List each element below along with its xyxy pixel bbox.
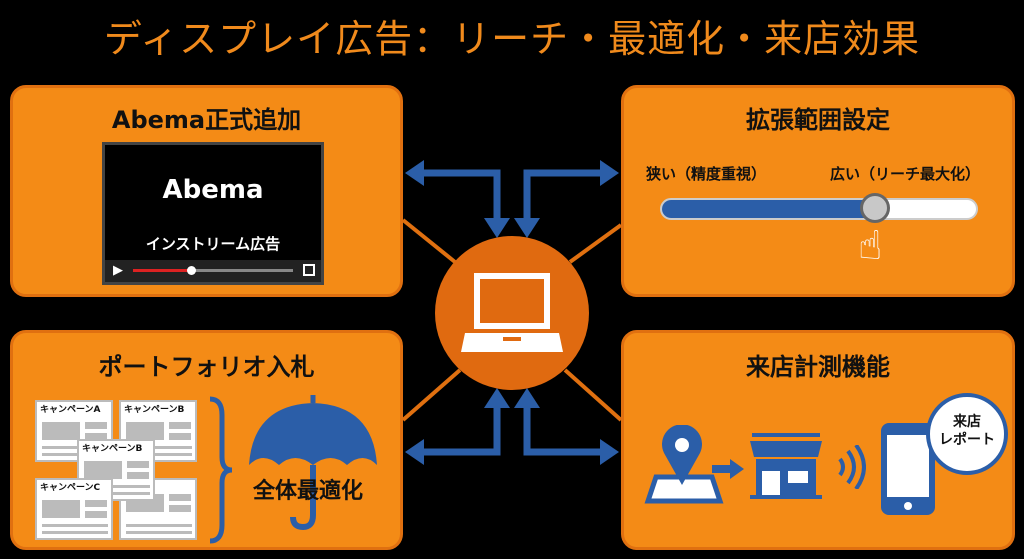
campaign-card: キャンペーンB — [119, 400, 197, 462]
optimization-label: 全体最適化 — [253, 479, 364, 504]
play-icon[interactable]: ▶ — [113, 263, 123, 278]
brace-icon — [209, 396, 233, 544]
visit-report-bubble: 来店レポート — [926, 393, 1008, 475]
store-panel-title: 来店計測機能 — [746, 353, 890, 381]
narrow-label: 狭い（精度重視） — [646, 165, 767, 183]
laptop-icon — [474, 273, 550, 329]
video-player[interactable]: Abema インストリーム広告 ▶ — [102, 142, 324, 285]
wide-label: 広い（リーチ最大化） — [830, 165, 981, 183]
map-pin-icon — [644, 425, 724, 504]
fullscreen-icon[interactable] — [303, 264, 315, 276]
smartphone-icon — [881, 423, 935, 515]
abema-panel-title: Abema正式追加 — [111, 106, 302, 134]
range-panel-title: 拡張範囲設定 — [746, 106, 890, 134]
abema-logo: Abema — [162, 175, 264, 205]
hand-pointer-icon: ☝ — [858, 223, 883, 269]
umbrella-icon — [249, 395, 377, 531]
campaign-card: キャンペーンC — [35, 478, 113, 540]
page-title: ディスプレイ広告：リーチ・最適化・来店効果 — [103, 17, 921, 61]
instream-caption: インストリーム広告 — [145, 235, 281, 253]
store-panel: 来店計測機能 来店レポート — [621, 330, 1015, 550]
portfolio-panel: ポートフォリオ入札 キャンペーンA キャンペーンB キャンペーンB キャンペーン… — [10, 330, 403, 550]
campaign-card: キャンペーンB — [77, 439, 155, 501]
video-controls: ▶ — [105, 260, 321, 282]
slider-thumb[interactable] — [860, 193, 890, 223]
signal-icon — [838, 445, 866, 489]
store-icon — [750, 433, 822, 499]
range-panel: 拡張範囲設定 狭い（精度重視） 広い（リーチ最大化） ☝ — [621, 85, 1015, 297]
arrow-right-icon — [712, 459, 744, 479]
abema-panel: Abema正式追加 Abema インストリーム広告 ▶ — [10, 85, 403, 297]
range-slider[interactable] — [660, 198, 978, 220]
video-progress[interactable] — [133, 266, 293, 275]
portfolio-panel-title: ポートフォリオ入札 — [98, 353, 315, 381]
